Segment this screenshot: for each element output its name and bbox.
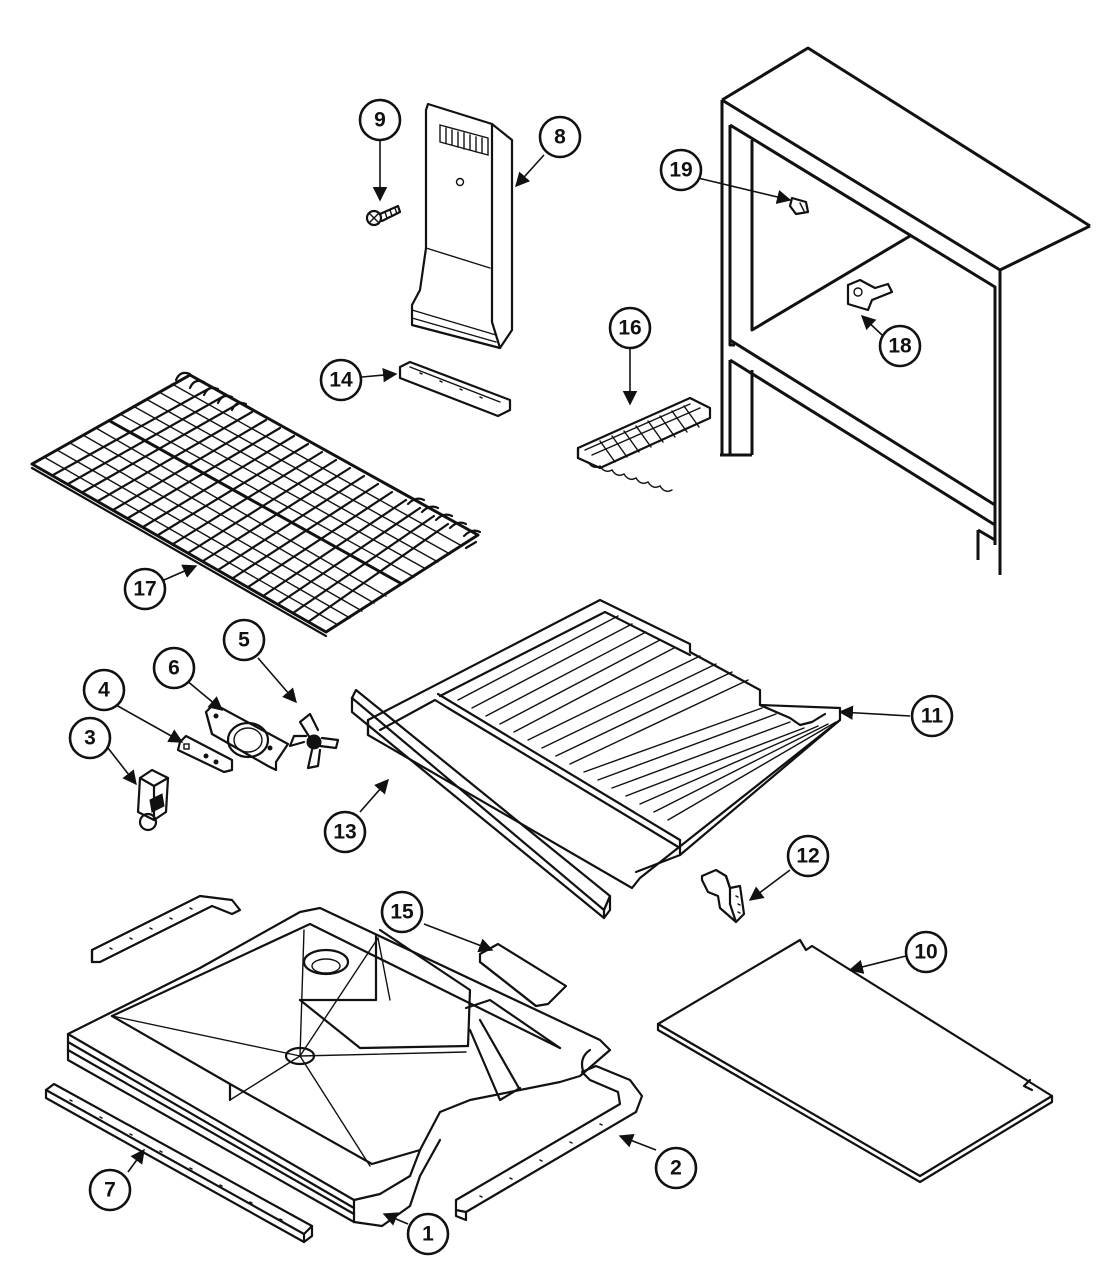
callout-13: 13 [323, 810, 367, 854]
svg-text:5: 5 [238, 629, 250, 652]
callout-14: 14 [319, 358, 363, 402]
svg-text:11: 11 [921, 705, 944, 728]
callout-15: 15 [380, 890, 424, 934]
part-3-thermostat [136, 768, 170, 832]
part-14-bracket [398, 360, 512, 418]
callout-18: 18 [878, 324, 922, 368]
part-9-screw [365, 204, 402, 227]
callout-8: 8 [538, 115, 582, 159]
callout-2: 2 [654, 1146, 698, 1190]
cabinet-corner [720, 46, 1091, 575]
part-17-wire-shelf [30, 371, 482, 638]
svg-text:13: 13 [333, 821, 356, 844]
svg-text:17: 17 [133, 578, 156, 601]
callout-17: 17 [123, 567, 167, 611]
svg-text:10: 10 [914, 941, 937, 964]
part-18-bracket [846, 278, 894, 312]
callout-10: 10 [904, 930, 948, 974]
svg-text:16: 16 [618, 317, 641, 340]
svg-text:15: 15 [390, 901, 414, 924]
part-1-crisper-pan [66, 906, 612, 1228]
part-12-bracket [700, 868, 746, 924]
svg-text:9: 9 [374, 109, 386, 132]
part-11-crisper-cover [366, 598, 842, 890]
callout-19: 19 [659, 148, 703, 192]
svg-text:4: 4 [98, 679, 110, 702]
svg-text:6: 6 [168, 657, 180, 680]
svg-text:8: 8 [554, 126, 566, 149]
svg-text:12: 12 [796, 845, 819, 868]
part-4-plate [176, 734, 234, 774]
part-19-plug [788, 196, 810, 216]
part-7-front-rail [44, 1082, 314, 1244]
svg-text:19: 19 [669, 159, 692, 182]
svg-text:2: 2 [670, 1157, 682, 1180]
svg-text:3: 3 [84, 727, 96, 750]
part-5-fan-blade [288, 712, 340, 770]
part-15-plate [478, 942, 568, 1008]
svg-text:14: 14 [329, 369, 353, 392]
part-8-duct-cover [410, 102, 514, 350]
part-1-upper-rail [90, 894, 242, 964]
callout-16: 16 [608, 306, 652, 350]
leader-lines [107, 140, 911, 1226]
callout-12: 12 [786, 834, 830, 878]
callout-6: 6 [152, 646, 196, 690]
svg-text:1: 1 [422, 1223, 434, 1246]
callout-1: 1 [406, 1212, 450, 1256]
callout-11: 11 [910, 694, 954, 738]
part-6-fan-bracket [204, 702, 290, 772]
callout-3: 3 [68, 716, 112, 760]
part-10-glass-shelf [656, 938, 1054, 1184]
svg-text:18: 18 [888, 335, 912, 358]
callout-4: 4 [82, 668, 126, 712]
part-13-front-trim [350, 688, 612, 920]
callout-9: 9 [358, 98, 402, 142]
svg-text:7: 7 [104, 1179, 116, 1202]
part-16-ice-tray [576, 396, 712, 493]
callout-5: 5 [222, 618, 266, 662]
callout-7: 7 [88, 1168, 132, 1212]
part-2-side-rail [454, 1048, 644, 1222]
